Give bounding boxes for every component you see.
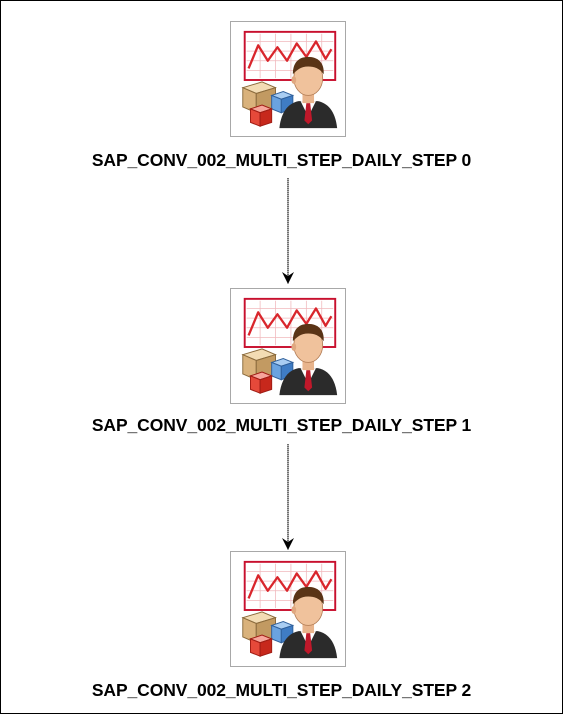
connector-arrow-1-2 [282, 444, 294, 550]
node-1-icon-box[interactable] [230, 288, 346, 404]
sap-report-user-icon [241, 297, 339, 397]
sap-report-user-icon [241, 30, 339, 130]
node-2-icon-box[interactable] [230, 551, 346, 667]
node-2-label[interactable]: SAP_CONV_002_MULTI_STEP_DAILY_STEP 2 [91, 680, 472, 700]
node-1-label[interactable]: SAP_CONV_002_MULTI_STEP_DAILY_STEP 1 [91, 415, 472, 435]
connector-arrow-0-1 [282, 178, 294, 284]
node-0-label[interactable]: SAP_CONV_002_MULTI_STEP_DAILY_STEP 0 [91, 150, 472, 170]
node-0-icon-box[interactable] [230, 21, 346, 137]
sap-report-user-icon [241, 560, 339, 660]
